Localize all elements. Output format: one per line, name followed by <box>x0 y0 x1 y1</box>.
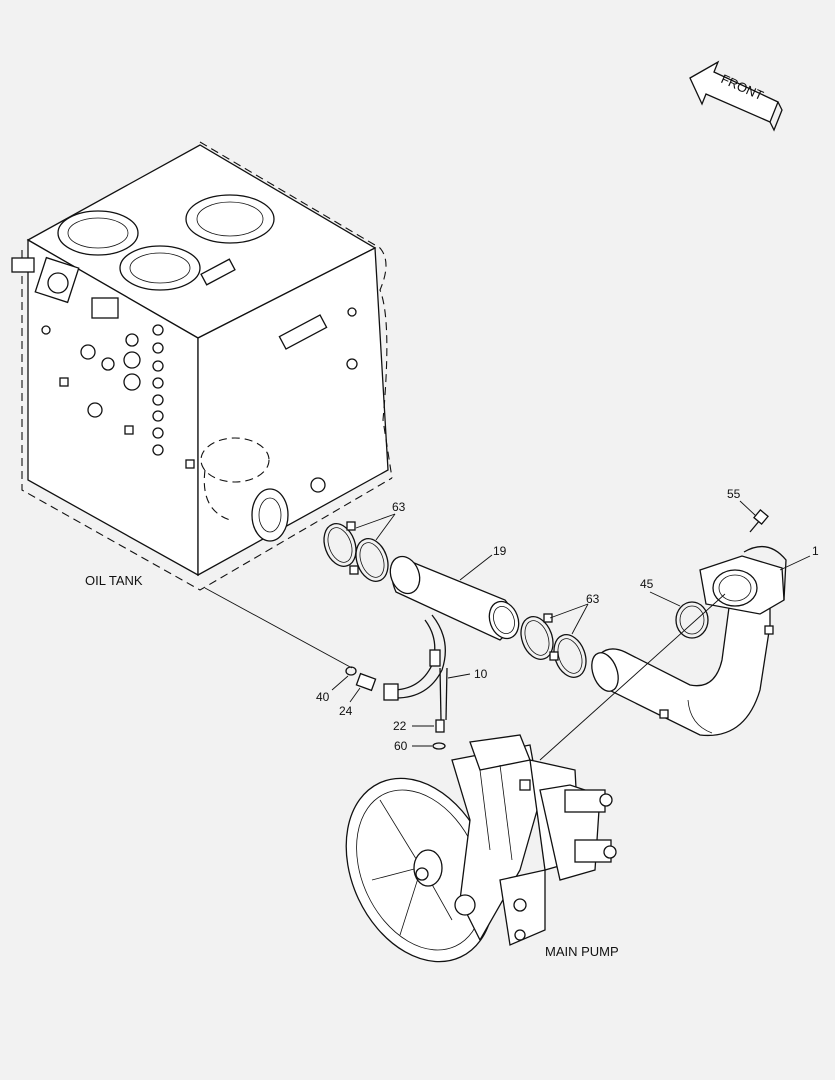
seal-ring-60 <box>432 742 446 750</box>
callout-40: 40 <box>316 690 330 704</box>
callout-45: 45 <box>640 577 654 591</box>
oil-tank-label: OIL TANK <box>85 573 143 588</box>
callout-24: 24 <box>339 704 353 718</box>
suction-hose <box>389 555 520 641</box>
oil-tank <box>11 141 393 591</box>
front-direction-arrow: FRONT <box>689 60 783 132</box>
hose-clamps-right <box>520 613 587 678</box>
callouts: 1 10 19 22 24 40 45 55 60 63 63 <box>316 487 819 753</box>
callout-63-right: 63 <box>586 592 600 606</box>
callout-60: 60 <box>394 739 408 753</box>
main-pump <box>345 734 617 963</box>
hose-clamps-left <box>323 521 389 582</box>
drain-hose <box>383 614 448 733</box>
callout-1: 1 <box>812 544 819 558</box>
adapter-fitting <box>355 672 377 692</box>
tank-front-fittings <box>41 324 195 469</box>
tank-top-port-3 <box>185 194 275 244</box>
callout-10: 10 <box>474 667 488 681</box>
leader-lines <box>331 500 811 747</box>
suction-pipe <box>591 545 787 737</box>
o-ring <box>675 601 709 639</box>
flange-bolt <box>749 509 769 533</box>
callout-55: 55 <box>727 487 741 501</box>
callout-63-left: 63 <box>392 500 406 514</box>
main-pump-label: MAIN PUMP <box>545 944 619 959</box>
seal-ring-40 <box>345 666 357 676</box>
callout-22: 22 <box>393 719 407 733</box>
callout-19: 19 <box>493 544 507 558</box>
